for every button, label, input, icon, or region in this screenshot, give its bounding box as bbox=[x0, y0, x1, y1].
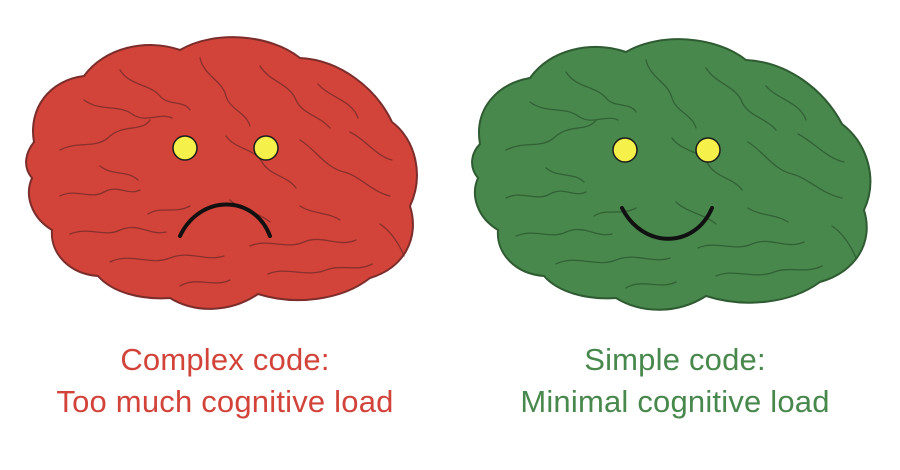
sad-brain-icon bbox=[25, 36, 418, 310]
complex-code-title: Complex code: bbox=[120, 342, 330, 377]
brain-shape bbox=[471, 38, 872, 311]
complex-code-panel: Complex code: Too much cognitive load bbox=[25, 36, 418, 419]
frown-mouth bbox=[178, 202, 272, 238]
left-eye bbox=[612, 137, 638, 163]
complex-code-subtitle: Too much cognitive load bbox=[56, 384, 394, 419]
brain-folds bbox=[505, 59, 857, 289]
happy-brain-icon bbox=[471, 38, 872, 311]
simple-code-panel: Simple code: Minimal cognitive load bbox=[450, 0, 900, 470]
simple-code-title: Simple code: bbox=[584, 342, 766, 377]
brain-shape bbox=[25, 36, 418, 310]
simple-code-subtitle: Minimal cognitive load bbox=[520, 384, 830, 419]
left-eye bbox=[172, 135, 198, 161]
smile-mouth bbox=[620, 206, 714, 241]
right-eye bbox=[253, 135, 279, 161]
right-eye bbox=[695, 137, 721, 163]
brain-folds bbox=[59, 57, 405, 287]
